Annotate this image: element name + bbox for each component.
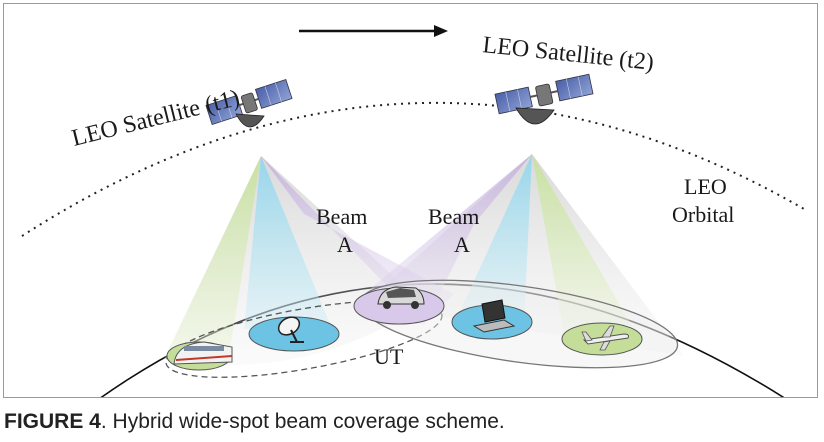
satellite-dish-t2 bbox=[515, 107, 555, 125]
satellite-t2-label: LEO Satellite (t2) bbox=[481, 32, 655, 76]
spot-beam-left-green bbox=[169, 156, 261, 356]
figure-frame: LEO Satellite (t1) LEO Satellite (t2) LE… bbox=[3, 3, 818, 398]
wide-coverage-ellipse-left bbox=[165, 300, 443, 378]
figure-caption: FIGURE 4. Hybrid wide-spot beam coverage… bbox=[4, 410, 505, 434]
satellite-icon bbox=[494, 73, 594, 115]
orbit-label-line1: LEO bbox=[684, 174, 727, 199]
beam-left-letter: A bbox=[337, 232, 353, 257]
satellite-dish-t1 bbox=[235, 113, 265, 128]
caption-figure-number: FIGURE 4 bbox=[4, 410, 101, 433]
ut-label: UT bbox=[374, 344, 404, 369]
satellite-icon bbox=[205, 79, 293, 125]
beam-right-letter: A bbox=[454, 232, 470, 257]
caption-text: . Hybrid wide-spot beam coverage scheme. bbox=[100, 410, 505, 433]
airplane-icon bbox=[581, 325, 629, 351]
train-icon bbox=[173, 341, 233, 365]
car-icon bbox=[377, 286, 425, 309]
dish-antenna-icon bbox=[277, 316, 304, 343]
beam-left-word: Beam bbox=[316, 204, 367, 229]
beam-a-right bbox=[364, 154, 532, 326]
orbit-label-line2: Orbital bbox=[672, 202, 734, 227]
spot-beam-right-green bbox=[532, 154, 634, 334]
spot-beam-left-cyan bbox=[244, 156, 334, 334]
movement-arrow bbox=[299, 25, 448, 37]
coverage-diagram: LEO Satellite (t1) LEO Satellite (t2) LE… bbox=[21, 25, 805, 397]
laptop-icon bbox=[472, 299, 516, 333]
beam-right-word: Beam bbox=[428, 204, 479, 229]
